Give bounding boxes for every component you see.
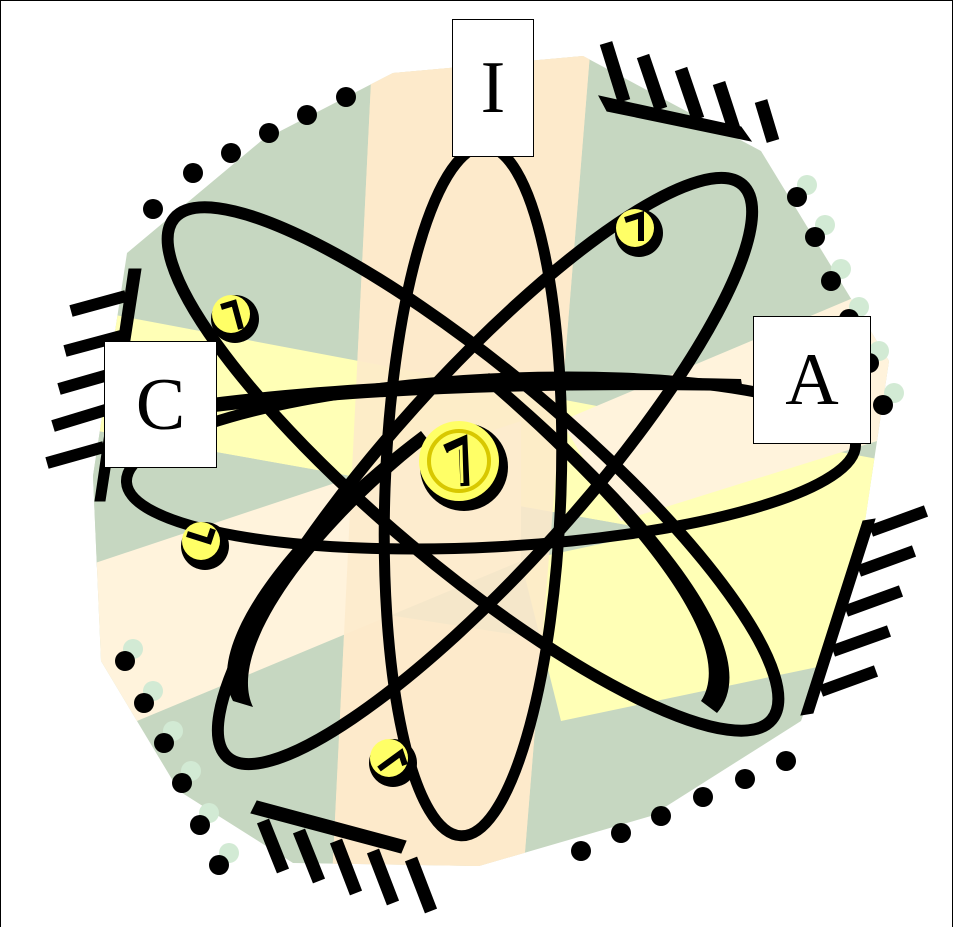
electron-bottom: [369, 739, 417, 787]
label-right: A: [753, 316, 871, 444]
electron-lower-left: [181, 522, 229, 570]
label-top: I: [452, 19, 534, 157]
label-left-text: C: [136, 368, 185, 442]
label-left: C: [104, 341, 217, 468]
electron-top-right: [615, 209, 663, 257]
label-top-text: I: [481, 51, 506, 125]
label-right-text: A: [785, 343, 838, 417]
electron-left: [211, 295, 259, 343]
